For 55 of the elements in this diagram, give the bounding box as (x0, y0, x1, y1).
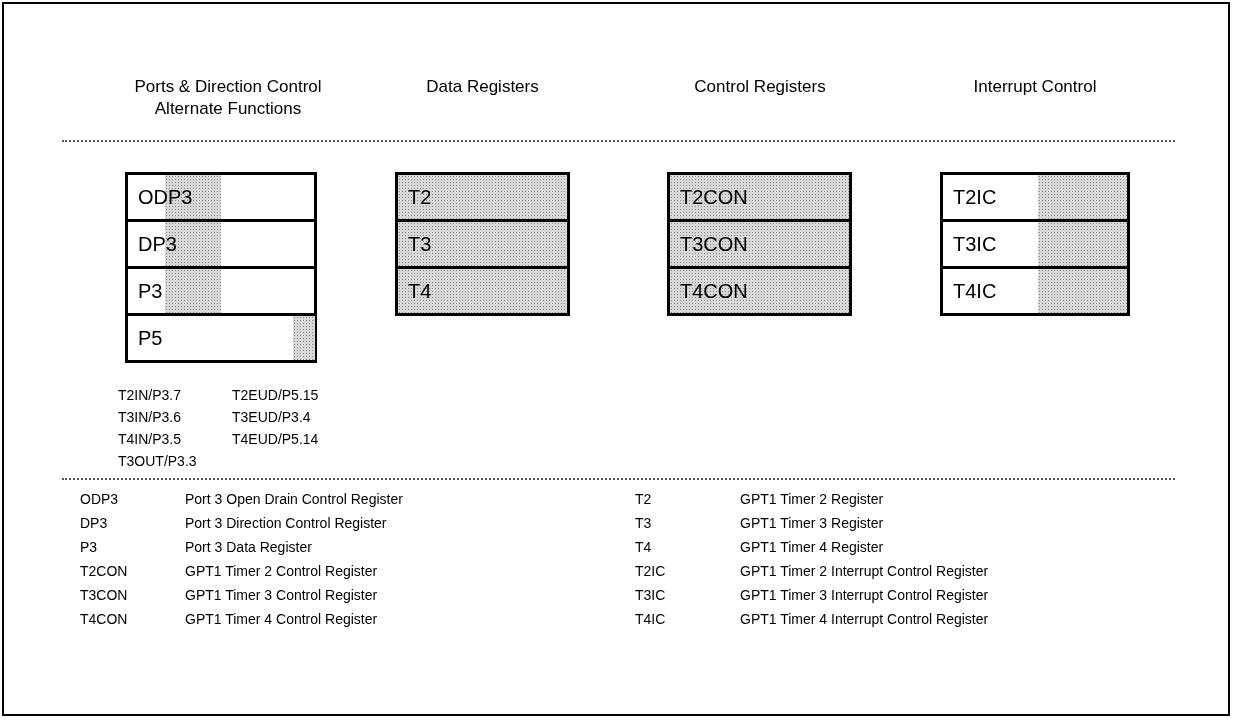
register-abbreviation: T2CON (80, 562, 128, 580)
register-description: Port 3 Data Register (185, 538, 312, 556)
register-description: GPT1 Timer 2 Register (740, 490, 884, 508)
register-box (940, 219, 1130, 269)
register-abbreviation: T3CON (80, 586, 128, 604)
register-abbreviation: T4IC (635, 610, 666, 628)
column-heading: Ports & Direction Control Alternate Functions (133, 76, 323, 120)
register-description: GPT1 Timer 4 Control Register (185, 610, 378, 628)
register-name: T3IC (953, 232, 997, 256)
column-heading: Interrupt Control (972, 76, 1098, 98)
register-name: T3CON (680, 232, 748, 256)
register-box (125, 219, 317, 269)
register-box (125, 172, 317, 222)
register-description: Port 3 Open Drain Control Register (185, 490, 403, 508)
register-name: T4 (408, 279, 432, 303)
register-description: GPT1 Timer 2 Interrupt Control Register (740, 562, 989, 580)
pin-name: T3OUT/P3.3 (118, 452, 197, 470)
pin-name: T4IN/P3.5 (118, 430, 182, 448)
register-name: T4CON (680, 279, 748, 303)
register-abbreviation: ODP3 (80, 490, 119, 508)
register-abbreviation: T4CON (80, 610, 128, 628)
register-name: T2CON (680, 185, 748, 209)
register-name: T2 (408, 185, 432, 209)
register-box (940, 266, 1130, 316)
register-description: GPT1 Timer 3 Control Register (185, 586, 378, 604)
register-name: T3 (408, 232, 432, 256)
register-description: GPT1 Timer 3 Interrupt Control Register (740, 586, 989, 604)
register-abbreviation: T2IC (635, 562, 666, 580)
register-description: GPT1 Timer 3 Register (740, 514, 884, 532)
pin-name: T2IN/P3.7 (118, 386, 182, 404)
register-name: T4IC (953, 279, 997, 303)
column-heading: Data Registers (425, 76, 540, 98)
register-description: Port 3 Direction Control Register (185, 514, 387, 532)
pin-name: T4EUD/P5.14 (232, 430, 319, 448)
register-abbreviation: P3 (80, 538, 98, 556)
register-name: P3 (138, 279, 163, 303)
register-name: DP3 (138, 232, 177, 256)
register-abbreviation: T4 (635, 538, 652, 556)
pin-name: T3EUD/P3.4 (232, 408, 311, 426)
register-description: GPT1 Timer 4 Interrupt Control Register (740, 610, 989, 628)
register-box (940, 172, 1130, 222)
register-box (125, 313, 317, 363)
register-abbreviation: T3IC (635, 586, 666, 604)
register-abbreviation: T2 (635, 490, 652, 508)
pin-name: T2EUD/P5.15 (232, 386, 319, 404)
register-name: ODP3 (138, 185, 193, 209)
column-heading: Control Registers (693, 76, 827, 98)
pin-name: T3IN/P3.6 (118, 408, 182, 426)
register-box (125, 266, 317, 316)
register-abbreviation: DP3 (80, 514, 108, 532)
register-abbreviation: T3 (635, 514, 652, 532)
register-description: GPT1 Timer 2 Control Register (185, 562, 378, 580)
register-name: T2IC (953, 185, 997, 209)
register-name: P5 (138, 326, 163, 350)
register-description: GPT1 Timer 4 Register (740, 538, 884, 556)
